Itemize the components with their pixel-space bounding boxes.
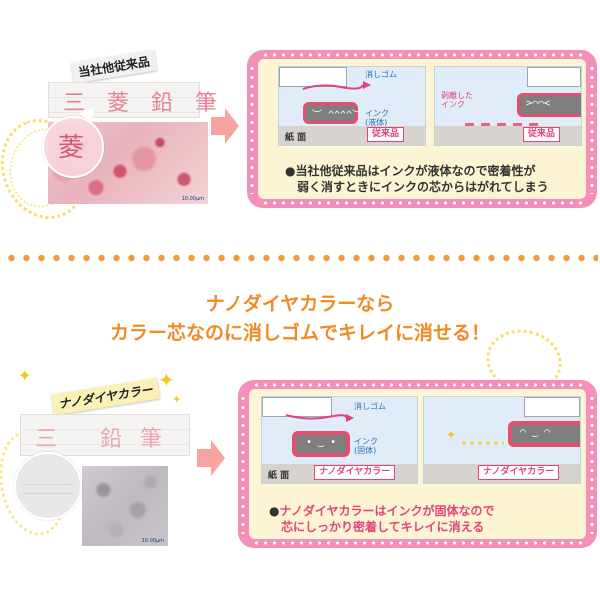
caption-line-2: 弱く消すときにインクの芯からはがれてしまう bbox=[297, 180, 549, 194]
panel-border-dots-left bbox=[241, 394, 245, 534]
brand-label-nanodiamond-right: ナノダイヤカラー bbox=[478, 465, 560, 480]
wavy-arrow-icon bbox=[285, 414, 354, 422]
panel-border-dots-top bbox=[261, 53, 583, 57]
orange-dot-divider bbox=[4, 254, 598, 262]
panel-content-bottom: 消しゴム • ‿ • インク (固体) 紙 面 ナノダイヤカラー ◠ ‿ ◠ ✦ bbox=[249, 389, 586, 539]
scale-bar-label-bottom: 10.00μm bbox=[141, 538, 164, 544]
caption-bullet: ● bbox=[269, 504, 280, 518]
ink-label-liquid: インク (液体) bbox=[365, 109, 389, 127]
writing-sample-paper-bottom: 三 鉛筆 bbox=[20, 414, 190, 456]
explanation-panel-conventional: 消しゴム ︶ ^^^^︶ インク (液体) 紙 面 従来品 >⌒⌒< 剥離した … bbox=[247, 50, 597, 208]
bubble-paper-lines bbox=[22, 476, 74, 496]
writing-sample-text-bottom: 三 鉛筆 bbox=[35, 427, 180, 452]
ink-lead-liquid: ︶ ^^^^︶ bbox=[303, 102, 362, 124]
product-tag-conventional: 当社他従来品 bbox=[70, 49, 158, 84]
paper-surface-label-bottom: 紙 面 bbox=[268, 471, 290, 481]
paper-surface-label: 紙 面 bbox=[285, 133, 307, 143]
caption-nanodiamond: ●ナノダイヤカラーはインクが固体なので 芯にしっかり密着してキレイに消える bbox=[269, 503, 495, 535]
caption-conventional: ●当社他従来品はインクが液体なので密着性が 弱く消すときにインクの芯からはがれて… bbox=[285, 163, 549, 195]
eraser-label: 消しゴム bbox=[365, 70, 397, 79]
sparkle-icon: ✦ bbox=[18, 366, 32, 385]
caption-line-2-bottom: 芯にしっかり密着してキレイに消える bbox=[281, 520, 485, 534]
microscope-image-nanodiamond: 10.00μm bbox=[82, 466, 168, 546]
sparkle-trail bbox=[460, 441, 504, 445]
speech-bubble-icon: 菱 bbox=[42, 116, 104, 178]
eraser-block-right bbox=[527, 67, 581, 87]
writing-sample-text: 三菱鉛筆 bbox=[63, 91, 240, 116]
writing-sample-paper: 三菱鉛筆 bbox=[48, 82, 217, 118]
lead-face-happy: ◠ ‿ ◠ bbox=[520, 427, 551, 438]
right-arrow-icon bbox=[211, 117, 225, 135]
caption-line-1-bottom: ナノダイヤカラーはインクが固体なので bbox=[279, 504, 495, 518]
scene-clean-nanodiamond: ◠ ‿ ◠ ✦ ナノダイヤカラー bbox=[423, 396, 581, 484]
ink-lead-solid-right: ◠ ‿ ◠ bbox=[508, 421, 580, 447]
lead-face-crying: >⌒⌒< bbox=[526, 98, 551, 109]
sparkle-icon: ✦ bbox=[446, 428, 457, 442]
caption-line-1: ●当社他従来品はインクが液体なので密着性が bbox=[285, 164, 536, 178]
headline-line-2: カラー芯なのに消しゴムでキレイに消せる！ bbox=[109, 322, 490, 344]
brand-label-conventional-right: 従来品 bbox=[523, 127, 561, 142]
panel-border-dots-top bbox=[252, 383, 583, 387]
headline-line-1: ナノダイヤカラーなら bbox=[205, 293, 395, 315]
panel-border-dots-right bbox=[590, 394, 594, 534]
scene-erasing-nanodiamond: 消しゴム • ‿ • インク (固体) 紙 面 ナノダイヤカラー bbox=[261, 396, 418, 484]
lead-face-smiling: • ‿ • bbox=[306, 437, 337, 448]
sparkle-icon: ✦ bbox=[172, 393, 182, 406]
scene-peeled-conventional: >⌒⌒< 剥離した インク 従来品 bbox=[434, 66, 582, 146]
lead-face-worried: ︶ ^^^^︶ bbox=[312, 110, 363, 121]
panel-content: 消しゴム ︶ ^^^^︶ インク (液体) 紙 面 従来品 >⌒⌒< 剥離した … bbox=[258, 59, 586, 199]
bubble-character: 菱 bbox=[58, 133, 85, 163]
brand-label-conventional: 従来品 bbox=[367, 127, 405, 142]
speech-bubble-icon-bottom bbox=[14, 452, 82, 520]
brand-label-nanodiamond: ナノダイヤカラー bbox=[314, 465, 396, 480]
panel-border-dots-left bbox=[250, 64, 254, 194]
panel-border-dots-bottom bbox=[261, 201, 583, 205]
scene-erasing-conventional: 消しゴム ︶ ^^^^︶ インク (液体) 紙 面 従来品 bbox=[278, 66, 426, 146]
explanation-panel-nanodiamond: 消しゴム • ‿ • インク (固体) 紙 面 ナノダイヤカラー ◠ ‿ ◠ ✦ bbox=[238, 380, 597, 548]
wavy-arrow-icon bbox=[302, 81, 371, 90]
right-arrow-icon-bottom bbox=[197, 449, 211, 467]
sparkle-icon: ✦ bbox=[158, 368, 175, 392]
panel-border-dots-right bbox=[590, 64, 594, 194]
product-tag-nanodiamond: ナノダイヤカラー bbox=[51, 377, 161, 416]
right-arrow-head-bottom bbox=[211, 440, 225, 476]
peeled-ink-label: 剥離した インク bbox=[441, 91, 473, 109]
ink-label-solid: インク (固体) bbox=[354, 437, 378, 455]
eraser-label-bottom: 消しゴム bbox=[354, 402, 386, 411]
scale-bar-label: 10.00μm bbox=[181, 196, 204, 202]
ink-lead-peeled: >⌒⌒< bbox=[517, 93, 581, 117]
right-arrow-head bbox=[225, 108, 239, 144]
eraser-block-right bbox=[524, 397, 580, 417]
ink-lead-solid: • ‿ • bbox=[292, 431, 350, 457]
panel-border-dots-bottom bbox=[252, 541, 583, 545]
